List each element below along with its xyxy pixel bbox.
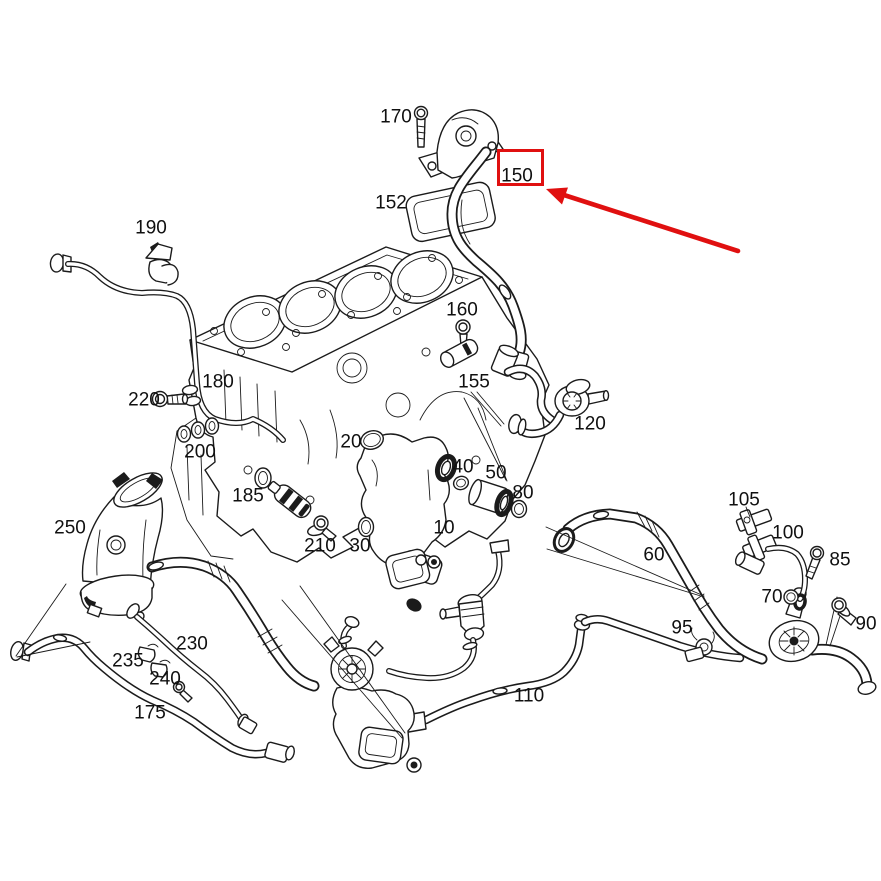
part-label-155: 155 — [458, 371, 490, 393]
corrugated-hose-icon — [146, 556, 320, 692]
part-label-150: 150 — [501, 165, 533, 187]
oring-40-icon — [452, 475, 470, 491]
part-label-105: 105 — [728, 489, 760, 511]
pump-120-icon — [490, 344, 610, 439]
part-label-220: 220 — [128, 389, 160, 411]
part-label-185: 185 — [232, 485, 264, 507]
clips-235-icon — [137, 643, 171, 678]
part-label-70: 70 — [761, 586, 783, 608]
sensor-185-icon — [254, 467, 312, 519]
pump-junction-icon — [768, 587, 877, 695]
clip-190-icon — [145, 242, 179, 286]
part-label-210: 210 — [304, 535, 336, 557]
hose-175-icon — [10, 633, 295, 763]
part-label-10: 10 — [433, 517, 455, 539]
highlight-arrow-icon — [546, 187, 741, 254]
clip-95-icon — [684, 627, 715, 663]
part-label-190: 190 — [135, 217, 167, 239]
bolt-220-icon — [151, 390, 189, 408]
part-label-40: 40 — [452, 456, 474, 478]
part-label-175: 175 — [134, 702, 166, 724]
part-label-180: 180 — [202, 371, 234, 393]
highlight-box-150 — [497, 149, 544, 186]
part-label-30: 30 — [349, 535, 371, 557]
part-label-230: 230 — [176, 633, 208, 655]
part-label-200: 200 — [184, 441, 216, 463]
part-label-250: 250 — [54, 517, 86, 539]
part-label-240: 240 — [149, 668, 181, 690]
leader-lines — [15, 391, 751, 739]
part-label-80: 80 — [512, 482, 534, 504]
part-label-100: 100 — [772, 522, 804, 544]
part-label-50: 50 — [485, 462, 507, 484]
hose-60-icon — [552, 508, 768, 665]
clip-105-icon — [735, 508, 773, 536]
actuator-bracket-icon — [323, 548, 431, 773]
valve-100-icon — [734, 534, 808, 611]
bolt-240-icon — [172, 680, 193, 703]
bolt-210-icon — [307, 515, 337, 542]
oring-70-icon — [783, 589, 799, 605]
part-label-152: 152 — [375, 192, 407, 214]
part-label-20: 20 — [340, 431, 362, 453]
part-label-60: 60 — [643, 544, 665, 566]
bolt-85-icon — [805, 545, 825, 580]
hose-230-icon — [126, 603, 258, 735]
part-label-85: 85 — [829, 549, 851, 571]
bolt-90-icon — [825, 596, 857, 647]
sleeve-50-icon — [468, 478, 514, 518]
part-label-120: 120 — [574, 413, 606, 435]
clips-200-icon — [176, 417, 220, 443]
part-label-110: 110 — [513, 685, 545, 707]
oring-30-icon — [357, 516, 375, 538]
part-label-160: 160 — [446, 299, 478, 321]
oring-20-icon — [360, 430, 384, 450]
bolt-160-icon — [439, 319, 479, 368]
oring-80-icon — [510, 499, 528, 519]
pipe-180-icon — [49, 253, 286, 443]
part-label-170: 170 — [380, 106, 412, 128]
part-label-90: 90 — [855, 613, 877, 635]
part-label-95: 95 — [671, 617, 693, 639]
part-label-235: 235 — [112, 650, 144, 672]
